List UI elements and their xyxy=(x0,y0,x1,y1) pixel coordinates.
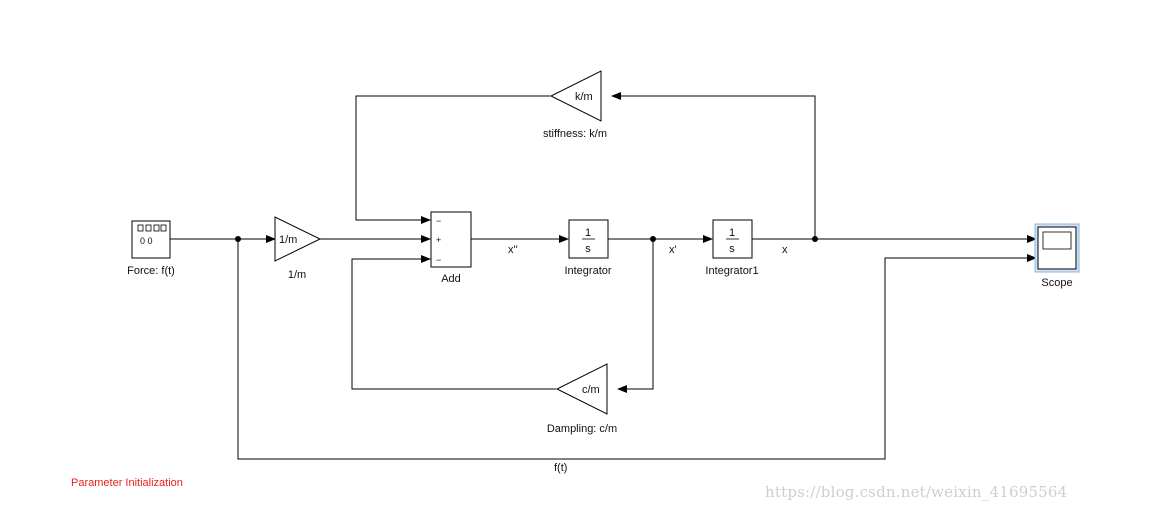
source-icon-cell xyxy=(160,224,167,232)
source-icon-cell xyxy=(137,224,144,232)
integrator1-block[interactable]: 1 s xyxy=(712,219,753,259)
integrator1-label[interactable]: Integrator1 xyxy=(705,265,758,277)
branch-point-position xyxy=(812,236,818,242)
signal-stiffness-to-add[interactable] xyxy=(355,95,550,224)
source-display: 0 0 xyxy=(140,236,153,246)
integrator-numerator: 1 xyxy=(585,227,591,239)
stiffness-gain-block[interactable]: k/m xyxy=(549,70,602,122)
damping-label[interactable]: Dampling: c/m xyxy=(547,423,617,435)
gain-text: 1/m xyxy=(279,234,297,246)
stiffness-triangle[interactable] xyxy=(549,70,602,122)
add-sign-bottom: − xyxy=(436,255,441,265)
integrator-block[interactable]: 1 s xyxy=(568,219,609,259)
integrator-label[interactable]: Integrator xyxy=(564,265,611,277)
signal-velocity-to-damping[interactable] xyxy=(617,239,654,393)
damping-text: c/m xyxy=(582,384,600,396)
add-label[interactable]: Add xyxy=(441,273,461,285)
stiffness-text: k/m xyxy=(575,91,593,103)
signal-label-position: x xyxy=(782,244,788,256)
signal-label-velocity: x' xyxy=(669,244,677,256)
source-label[interactable]: Force: f(t) xyxy=(127,265,175,277)
signal-damping-to-add[interactable] xyxy=(351,255,556,390)
scope-block[interactable] xyxy=(1034,223,1080,273)
gain-triangle[interactable] xyxy=(274,216,322,262)
scope-label[interactable]: Scope xyxy=(1041,277,1072,289)
damping-gain-block[interactable]: c/m xyxy=(555,363,608,415)
source-icon-cell xyxy=(145,224,152,232)
source-block[interactable]: 0 0 xyxy=(131,220,171,259)
watermark: https://blog.csdn.net/weixin_41695564 xyxy=(765,483,1068,501)
integrator1-denominator: s xyxy=(729,243,735,255)
integrator-denominator: s xyxy=(585,243,591,255)
parameter-initialization-link[interactable]: Parameter Initialization xyxy=(71,477,183,489)
source-icon-cell xyxy=(153,224,160,232)
add-sign-top: − xyxy=(436,216,441,226)
signal-label-accel: x'' xyxy=(508,244,518,256)
integrator1-numerator: 1 xyxy=(729,227,735,239)
signal-force-to-scope[interactable] xyxy=(237,239,1037,460)
gain-block-input[interactable]: 1/m xyxy=(274,216,322,262)
add-block-body[interactable] xyxy=(430,211,472,268)
signal-position-to-stiffness[interactable] xyxy=(611,92,816,239)
branch-point-velocity xyxy=(650,236,656,242)
add-block[interactable]: − + − xyxy=(430,211,472,268)
gain-label[interactable]: 1/m xyxy=(288,269,306,281)
signal-label-force: f(t) xyxy=(554,462,567,474)
stiffness-label[interactable]: stiffness: k/m xyxy=(543,128,607,140)
branch-point-force xyxy=(235,236,241,242)
damping-triangle[interactable] xyxy=(555,363,608,415)
scope-screen-icon xyxy=(1042,231,1072,250)
signal-lines xyxy=(170,92,1037,460)
add-sign-middle: + xyxy=(436,235,441,245)
